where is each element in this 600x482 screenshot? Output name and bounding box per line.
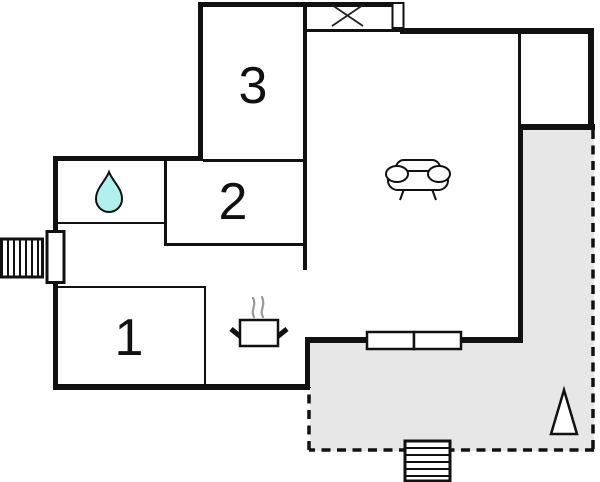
wall-segment — [305, 337, 310, 388]
room-2-label: 2 — [219, 173, 248, 231]
steam-line — [251, 296, 256, 319]
wall-segment — [53, 282, 58, 390]
wall-segment — [303, 2, 307, 270]
wall-segment — [198, 2, 394, 7]
ladder-icon — [0, 237, 44, 279]
partition-wall — [204, 286, 206, 386]
water-drop-icon — [94, 169, 124, 213]
partition-wall — [305, 29, 400, 32]
terrace-area — [310, 130, 594, 451]
room-1-label: 1 — [115, 309, 144, 367]
room-3-label: 3 — [239, 57, 268, 115]
steam-line — [260, 295, 265, 319]
wall-segment — [198, 2, 203, 161]
wall-segment — [518, 124, 595, 130]
wall-segment — [53, 156, 203, 161]
north-arrow-icon — [549, 385, 579, 436]
window-cross-icon — [331, 4, 364, 27]
window-marker — [365, 330, 416, 351]
top-door-marker — [391, 2, 405, 29]
interior-partitions — [57, 29, 521, 386]
partition-wall — [164, 243, 307, 246]
partition-wall — [164, 159, 167, 246]
window-marker — [412, 330, 463, 351]
sofa-icon — [385, 159, 451, 201]
wall-segment — [400, 28, 594, 34]
wall-segment — [53, 156, 58, 232]
wall-segment — [518, 124, 523, 343]
wall-segment — [53, 384, 310, 390]
stairs-icon — [403, 439, 452, 482]
partition-wall — [203, 159, 305, 162]
partition-wall — [57, 222, 166, 224]
entrance-door-marker — [45, 230, 66, 284]
partition-wall — [518, 31, 521, 126]
partition-wall — [57, 286, 206, 288]
wall-segment — [588, 28, 594, 130]
cooking-pot-icon — [229, 295, 289, 348]
